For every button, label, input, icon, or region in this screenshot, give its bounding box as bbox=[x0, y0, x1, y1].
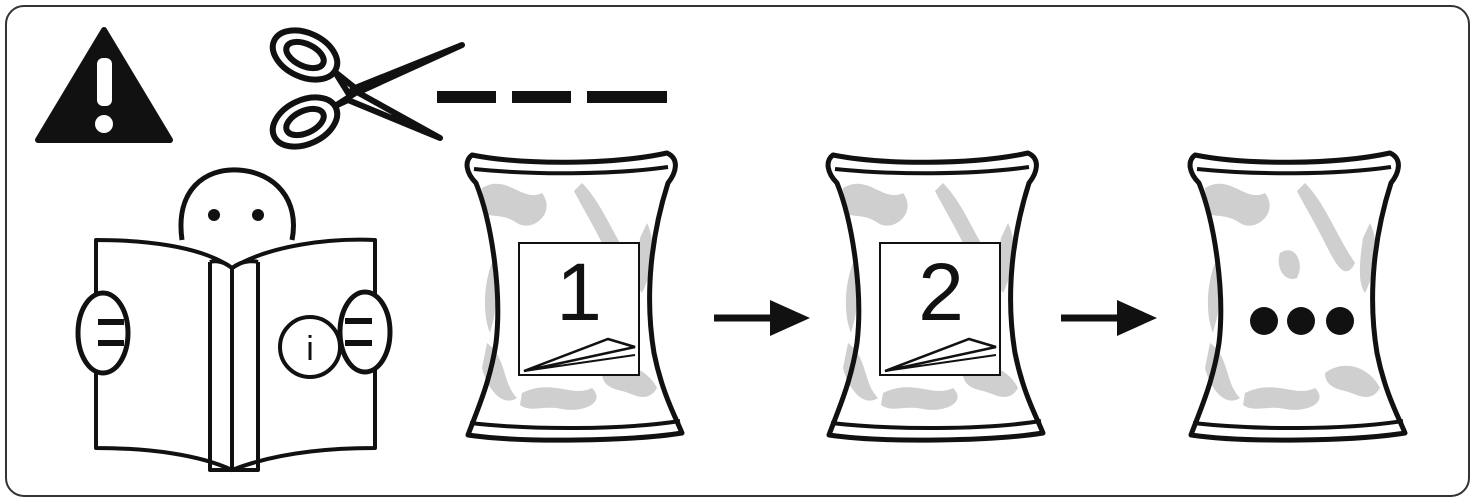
bag-label-1: 1 bbox=[556, 247, 602, 338]
info-letter: i bbox=[306, 330, 314, 368]
bag-label-2: 2 bbox=[918, 247, 964, 338]
ellipsis-dots-icon bbox=[1250, 307, 1354, 335]
